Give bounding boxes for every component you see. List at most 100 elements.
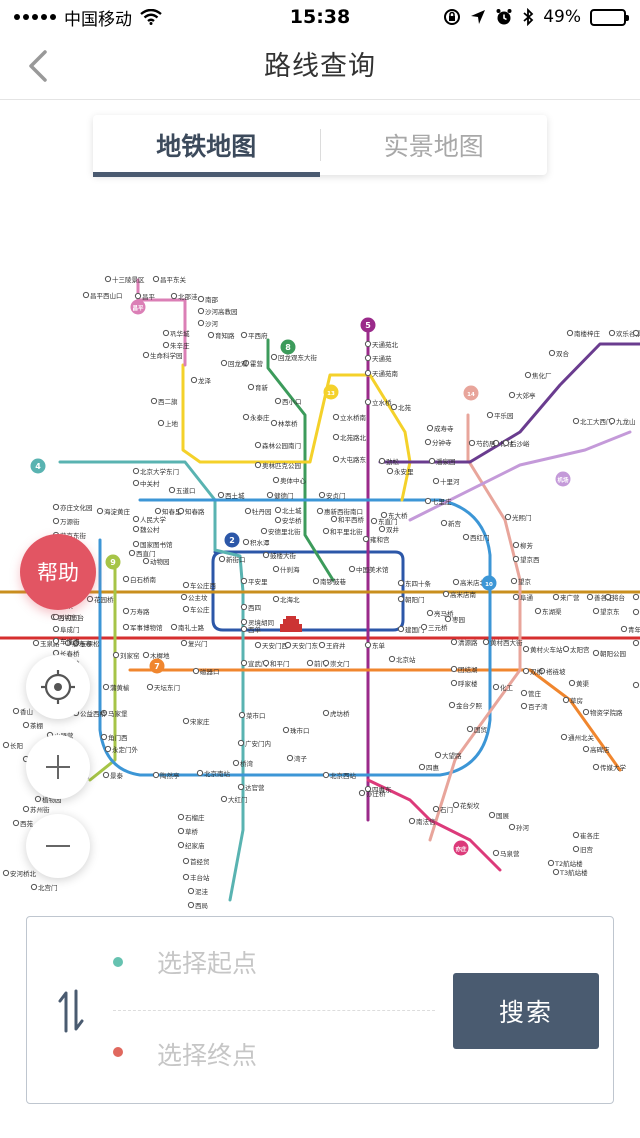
- station[interactable]: 安贞门: [318, 491, 346, 500]
- station[interactable]: 昌平东关: [152, 275, 187, 284]
- subway-map[interactable]: 十三陵景区昌平东关昌平西山口昌平北邵洼南邵沙河高教园沙河巩华城朱辛庄育知路平西府…: [0, 200, 640, 910]
- station[interactable]: 北苑: [390, 403, 412, 412]
- station[interactable]: 北京大学东门: [132, 467, 179, 476]
- station[interactable]: 南礼士路: [170, 623, 205, 632]
- station[interactable]: 什刹海: [272, 565, 300, 574]
- station[interactable]: 通州北关: [560, 733, 595, 742]
- station[interactable]: 新宫: [440, 519, 461, 528]
- station[interactable]: 森林公园南门: [254, 441, 301, 450]
- station[interactable]: 慈寿寺: [64, 639, 92, 648]
- station[interactable]: 南锣鼓巷: [312, 577, 347, 586]
- station[interactable]: 国家图书馆: [132, 540, 173, 549]
- station[interactable]: 枣园: [444, 615, 465, 624]
- station[interactable]: 焦化厂: [524, 371, 552, 380]
- station[interactable]: 五棵松: [72, 639, 100, 648]
- line-badge-9[interactable]: 9: [105, 554, 121, 570]
- station[interactable]: 西二旗: [150, 397, 178, 406]
- station[interactable]: 常营: [632, 681, 640, 690]
- station[interactable]: 宣武门: [240, 659, 268, 668]
- station[interactable]: 巩华城: [162, 329, 190, 338]
- station[interactable]: 前门: [306, 659, 327, 668]
- station[interactable]: 十里堡: [632, 639, 640, 648]
- station[interactable]: 中关村: [132, 479, 160, 488]
- help-button[interactable]: 帮助: [20, 534, 96, 610]
- station[interactable]: 龙泽: [190, 376, 212, 385]
- station[interactable]: 东直门: [370, 517, 398, 526]
- station[interactable]: 昌平西山口: [82, 291, 123, 300]
- station[interactable]: 黄村火车站: [522, 645, 563, 654]
- station[interactable]: 车道沟: [52, 637, 80, 646]
- station[interactable]: 永安里: [386, 467, 414, 476]
- station[interactable]: 林萃桥: [270, 419, 298, 428]
- station[interactable]: 十里河: [432, 477, 460, 486]
- station[interactable]: 大望路: [434, 751, 462, 760]
- station[interactable]: 东大桥: [380, 511, 408, 520]
- station[interactable]: 纪家庙: [177, 841, 205, 850]
- station[interactable]: 柳芳: [512, 541, 534, 550]
- station[interactable]: 魏公村: [132, 525, 160, 534]
- station[interactable]: 育知路: [207, 331, 235, 340]
- station[interactable]: 长阳: [2, 741, 23, 750]
- station[interactable]: 金台夕照: [448, 701, 483, 710]
- station[interactable]: 积水潭: [242, 538, 270, 547]
- zoom-out-button[interactable]: [26, 814, 90, 878]
- line-badge-昌平[interactable]: 昌平: [130, 299, 146, 315]
- station[interactable]: 草桥: [177, 827, 199, 836]
- station[interactable]: 阜成门: [52, 625, 80, 634]
- line-badge-7[interactable]: 7: [149, 658, 165, 674]
- station[interactable]: 南邵: [197, 295, 219, 304]
- station[interactable]: 中国美术馆: [348, 565, 389, 574]
- station[interactable]: 枣营: [632, 608, 640, 617]
- station[interactable]: 复兴门: [180, 639, 208, 648]
- station[interactable]: 化工: [492, 683, 514, 692]
- station[interactable]: 景泰: [102, 771, 124, 780]
- station[interactable]: 太阳宫: [562, 645, 590, 654]
- station[interactable]: 西局: [187, 901, 208, 910]
- station[interactable]: 来广营: [552, 593, 580, 602]
- station[interactable]: 团结湖: [450, 665, 478, 674]
- station[interactable]: 朝阳公园: [592, 649, 626, 658]
- station[interactable]: 白石桥南: [122, 575, 157, 584]
- station[interactable]: 天通苑: [364, 354, 392, 363]
- station[interactable]: 宋家庄: [182, 717, 210, 726]
- station[interactable]: 北宫门: [30, 883, 58, 892]
- station[interactable]: 育新: [247, 383, 269, 392]
- line-badge-4[interactable]: 4: [30, 458, 46, 474]
- station[interactable]: T3航站楼: [552, 868, 588, 877]
- station[interactable]: 孙河: [508, 823, 530, 832]
- station[interactable]: 奥林匹克公园: [254, 461, 301, 470]
- station[interactable]: 花园桥: [86, 595, 114, 604]
- station[interactable]: 昌平: [134, 292, 156, 301]
- station[interactable]: 动物园: [142, 557, 170, 566]
- line-badge-亦庄[interactable]: 亦庄: [453, 840, 469, 856]
- station[interactable]: 管庄: [520, 689, 542, 698]
- station[interactable]: 望京东: [592, 607, 620, 616]
- station[interactable]: 天安门西: [254, 641, 289, 650]
- station[interactable]: 知春路: [177, 507, 205, 516]
- station[interactable]: 虎坊桥: [322, 709, 350, 718]
- station[interactable]: 安德里北街: [260, 527, 301, 536]
- station[interactable]: 永定门外: [104, 745, 139, 754]
- station[interactable]: 劲松: [378, 457, 400, 466]
- station[interactable]: 北苑路北: [332, 433, 367, 442]
- station[interactable]: 天安门东: [284, 641, 319, 650]
- station[interactable]: 青年路: [620, 625, 640, 634]
- station[interactable]: 欢乐谷景区: [608, 329, 640, 338]
- station[interactable]: 石门: [432, 805, 453, 814]
- zoom-in-button[interactable]: [26, 735, 90, 799]
- station[interactable]: 首经贸: [182, 857, 210, 866]
- start-input[interactable]: [157, 943, 437, 983]
- station[interactable]: 广安门内: [237, 739, 271, 748]
- station[interactable]: 崇文门: [322, 659, 350, 668]
- station[interactable]: 北京站: [388, 655, 416, 664]
- station[interactable]: 奥体中心: [272, 476, 307, 485]
- station[interactable]: 五道口: [168, 486, 196, 495]
- station[interactable]: 香山: [12, 707, 33, 716]
- station[interactable]: 三元桥: [420, 623, 448, 632]
- station[interactable]: 天通苑北: [364, 340, 399, 349]
- station[interactable]: 西单: [240, 625, 262, 634]
- station[interactable]: 角门西: [100, 733, 128, 742]
- station[interactable]: 西苑: [12, 819, 34, 828]
- station[interactable]: 褡裢坡: [538, 667, 566, 676]
- station[interactable]: 后沙峪: [502, 439, 530, 448]
